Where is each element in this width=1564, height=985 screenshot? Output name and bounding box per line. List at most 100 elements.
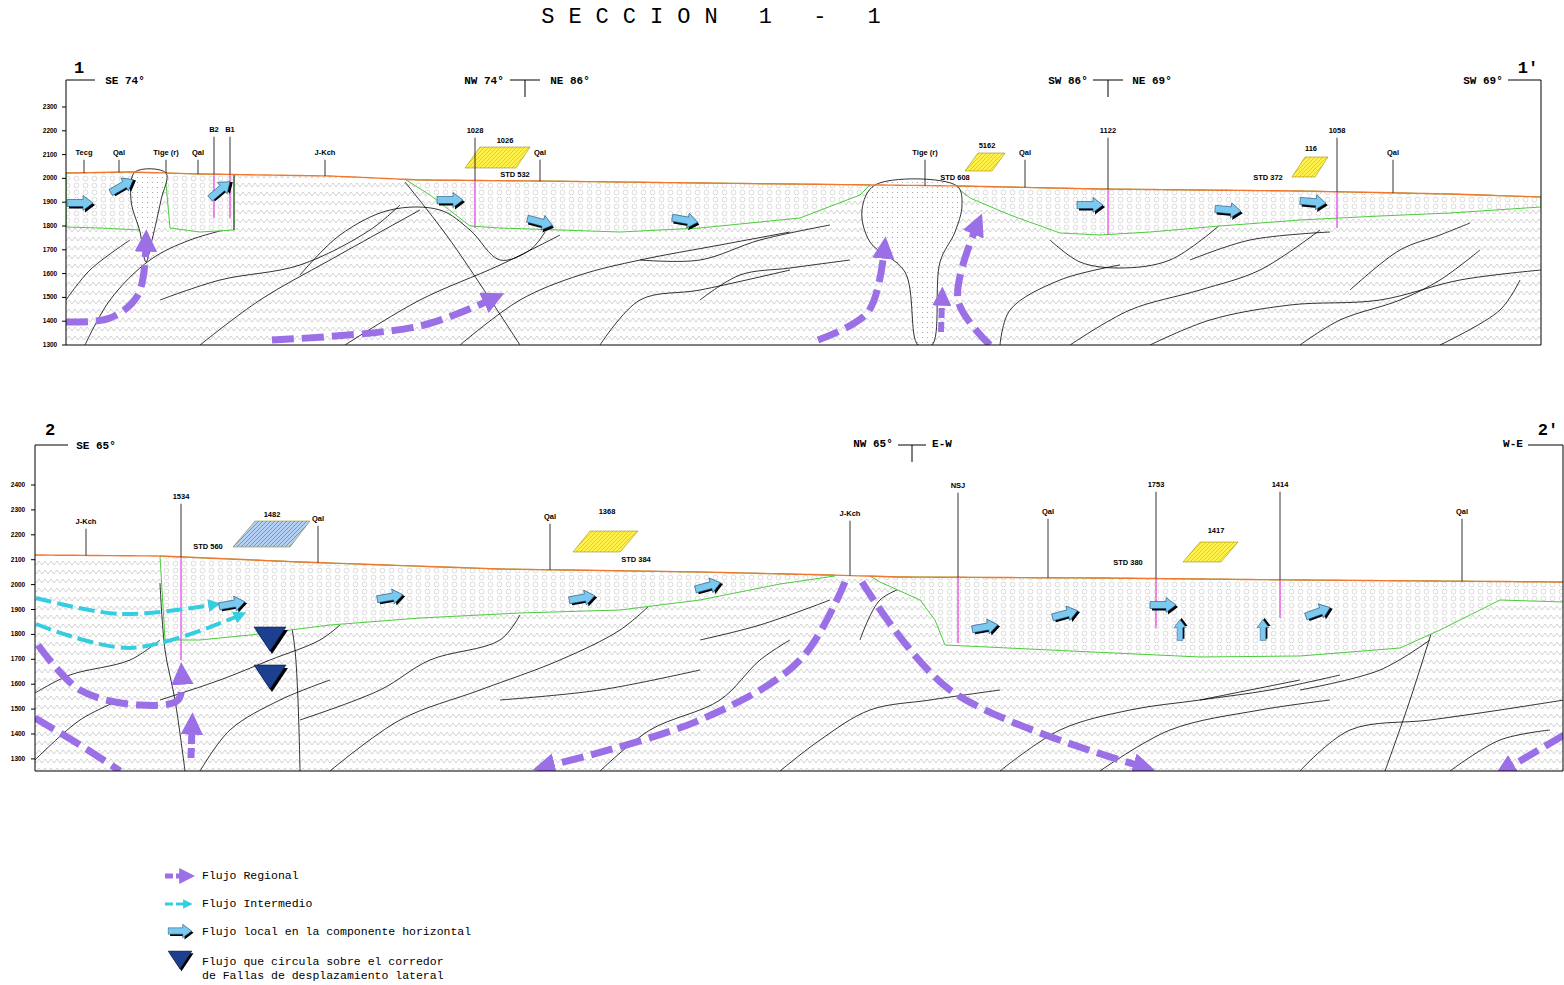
frame-line [1108,80,1109,97]
unit-label: Qal [192,149,204,157]
arrow-body [218,594,246,613]
sample-label: 1368 [599,508,616,516]
flow-arrows [66,172,1329,345]
elevation-tick-label: 1700 [43,247,57,254]
elevation-tick-label: 2100 [11,556,25,563]
fault-line [1070,230,1320,345]
axis-tick [31,584,35,585]
sample-marker [1292,157,1328,177]
axis-tick [62,202,66,203]
regional-flow-arrow [958,228,990,345]
section-direction-label: NW 74° [464,76,504,87]
well-screen [229,174,230,218]
arrow-body [1214,201,1241,218]
arrow-body [67,196,93,211]
leader-lines [84,137,1462,660]
alluvial-aquifer [870,576,1563,657]
elevation-tick-label: 2300 [11,507,25,514]
fault-line [500,670,700,700]
regional-flow-arrow [862,582,1140,766]
fault-line [1300,700,1563,771]
sample-label: 1026 [497,137,514,145]
elevation-tick-label: 1500 [11,706,25,713]
arrow-body [568,588,596,607]
fault-line [35,640,160,693]
strike-slip-flow-symbol [254,627,288,654]
axis-tick [31,559,35,560]
fault-line [1150,270,1541,345]
section-direction-label: E-W [932,439,952,450]
fault-line [1440,280,1520,345]
local-flow-arrow [376,587,407,609]
local-flow-arrow [67,196,95,213]
station-label: STD 384 [621,556,651,564]
arrow-body [168,924,191,938]
elevation-tick-label: 1300 [11,756,25,763]
elevation-tick-label: 1400 [11,731,25,738]
axis-tick [31,609,35,610]
leader-line [84,160,85,173]
local-flow-arrow [168,924,193,939]
frame-line [1528,445,1563,446]
fault-line [1100,700,1330,771]
fault-line [234,174,235,230]
unit-label: Qal [113,149,125,157]
station-label: STD 380 [1113,559,1143,567]
section-frames [31,80,1563,771]
section-one [66,169,1541,345]
well-label: B2 [209,126,219,134]
axis-tick [62,273,66,274]
symbol-body [168,951,192,969]
axis-tick [31,509,35,510]
regional-flow-arrow [38,645,182,705]
leader-line [958,493,959,578]
unit-label: Qal [534,149,546,157]
regional-flow-arrow [818,252,884,340]
ground-surface [66,172,1541,197]
elevation-tick-label: 2000 [11,581,25,588]
well-label: 1058 [1329,127,1346,135]
arrow-body [694,575,723,596]
flow-arrows [35,575,1563,771]
well-label: 1122 [1100,127,1116,135]
leader-line [230,137,231,175]
fault-line [700,260,850,300]
section-direction-label: SE 65° [76,441,116,452]
arrow-body [376,587,404,606]
legend-text: Flujo que circula sobre el corredor de F… [202,955,464,983]
symbol-body [254,665,286,689]
sample-label: 1417 [1208,527,1225,535]
unit-label: Tige (r) [153,149,178,157]
elevation-tick-label: 1400 [43,318,57,325]
section-direction-label: NW 65° [853,439,893,450]
section-direction-label: NE 69° [1132,76,1172,87]
local-flow-arrow [568,588,599,610]
leader-line [1156,492,1157,579]
arrow-body [526,211,555,232]
regional-flow-arrow [548,582,845,766]
section-end-label: 2' [1538,422,1558,439]
regional-flow-sample [165,874,184,879]
sample-marker [1183,542,1238,562]
station-label: STD 608 [940,174,970,182]
axis-tick [31,634,35,635]
elevation-tick-label: 2300 [43,104,57,111]
well-label: 1534 [173,493,190,501]
fault-line [1000,265,1120,345]
leader-line [540,160,541,181]
axis-tick [31,534,35,535]
elevation-tick-label: 1500 [43,294,57,301]
sample-label: 5162 [979,142,996,150]
axis-tick [62,178,66,179]
local-flow-arrow [107,172,140,201]
local-flow-arrow [1150,598,1178,615]
well-screen [957,577,958,643]
local-flow-arrow [525,211,556,235]
section-end-label: 2 [45,422,55,439]
local-flow-arrow [1303,600,1335,626]
alluvial-aquifer [405,179,870,232]
well-label: 1753 [1148,481,1165,489]
well-label: 1028 [467,127,484,135]
fault-line [300,615,520,720]
